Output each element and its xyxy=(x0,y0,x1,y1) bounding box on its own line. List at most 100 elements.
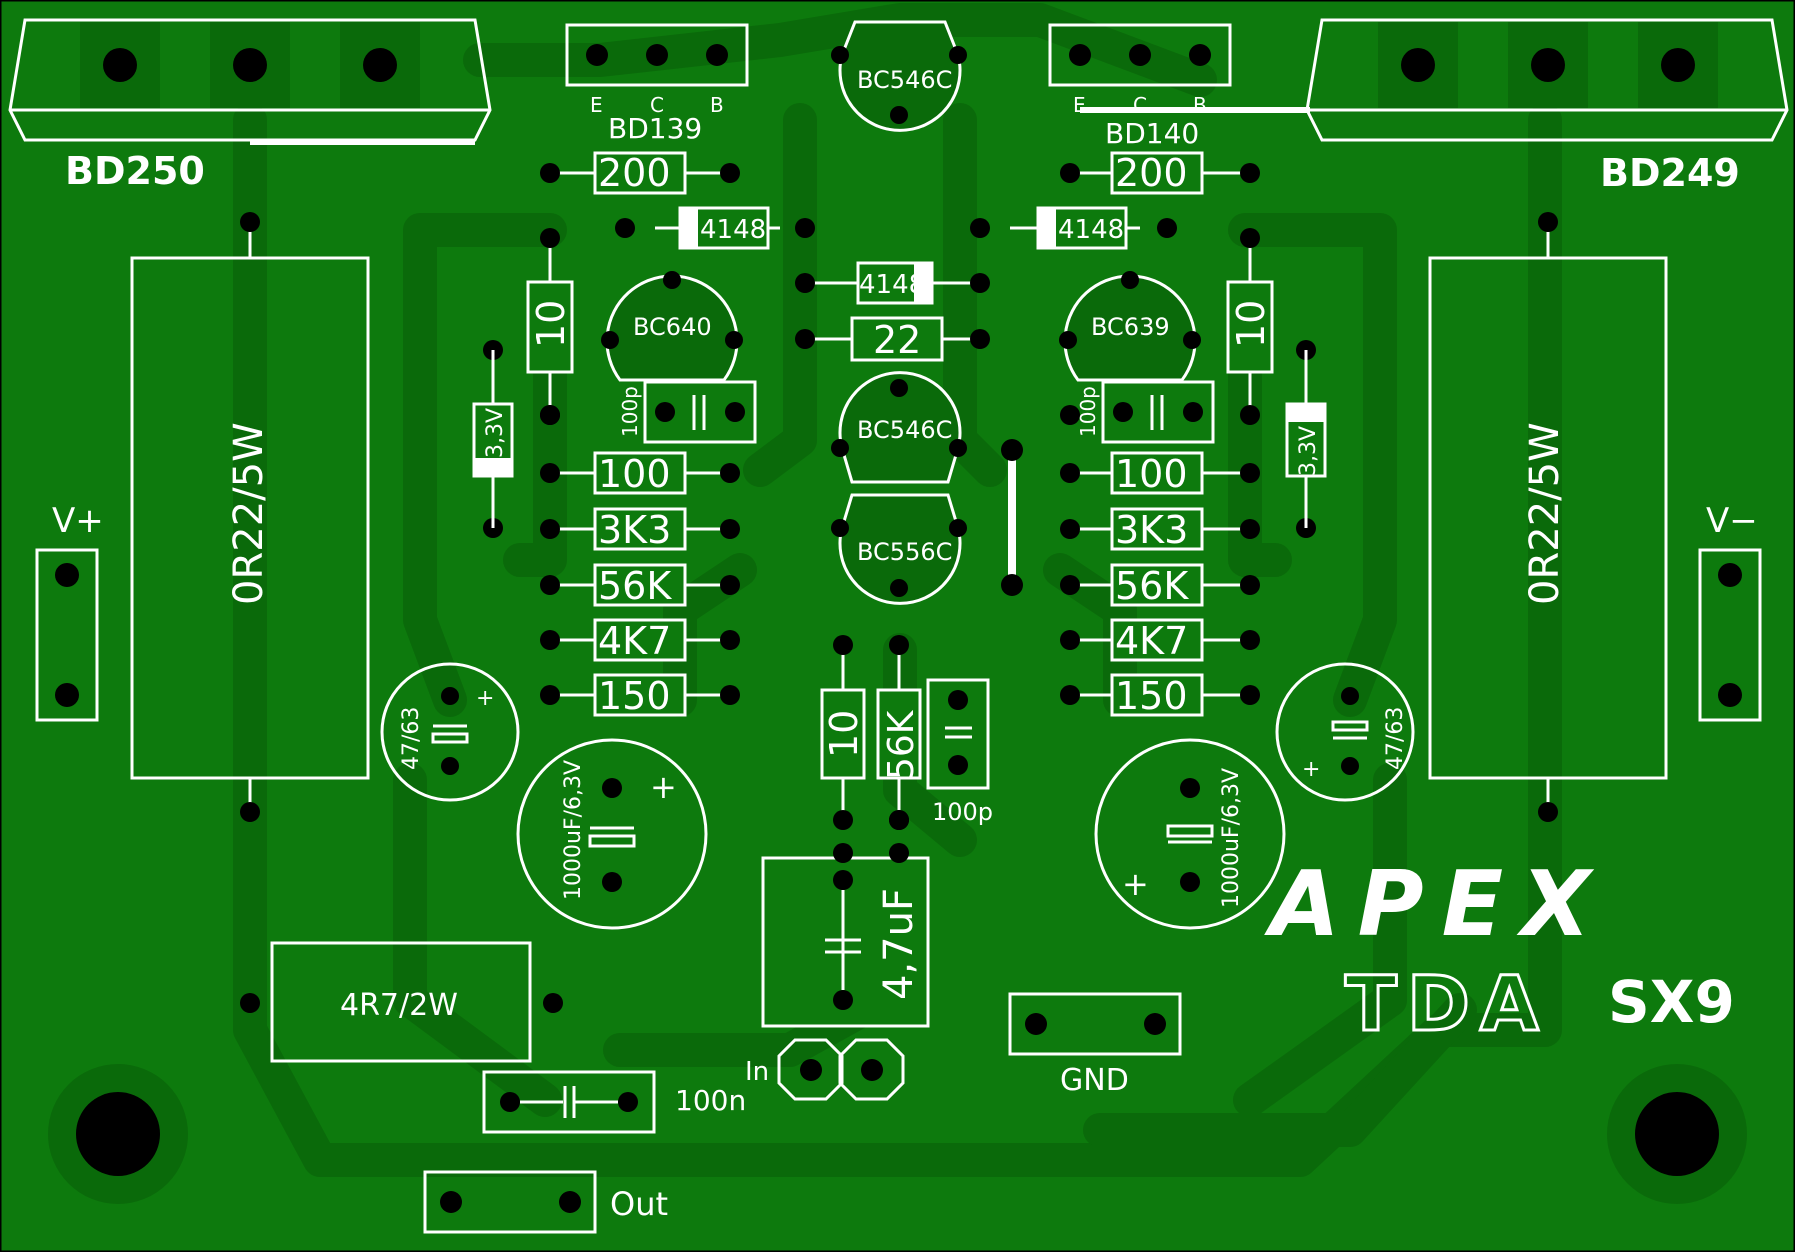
bd250-transistor: BD250 xyxy=(8,18,492,193)
emitter-resistor-left: 0R22/5W xyxy=(130,212,370,822)
gnd-label: GND xyxy=(1060,1063,1129,1098)
resistor-center-22: 22 xyxy=(795,316,990,362)
model-label: SX9 xyxy=(1608,968,1735,1036)
resistor-right-3k3: 3K3 xyxy=(1115,508,1188,552)
zobel-cap: 100n xyxy=(482,1070,746,1134)
emitter-resistor-right: 0R22/5W xyxy=(1428,212,1668,822)
diode-center: 4148 xyxy=(795,261,990,305)
bd139-pin-c: C xyxy=(650,93,664,117)
diode-right: 4148 xyxy=(1010,206,1140,250)
bc546c-top-transistor: BC546C xyxy=(831,20,967,132)
cap-100p-left-label: 100p xyxy=(618,386,642,437)
cap-4-7uf-label: 4,7uF xyxy=(876,888,922,1000)
resistor-center-22-label: 22 xyxy=(873,318,921,362)
emitter-resistor-left-label: 0R22/5W xyxy=(226,422,272,605)
jumper-wire xyxy=(1001,439,1023,596)
resistor-right-4k7: 4K7 xyxy=(1115,619,1188,663)
bd139-pin-e: E xyxy=(590,93,603,117)
bc546c-pair-label: BC546C xyxy=(857,416,952,444)
resistor-left-100: 100 xyxy=(598,452,671,496)
elec-cap-right-big-plus: + xyxy=(1122,865,1149,903)
cap-100p-center-label: 100p xyxy=(932,798,993,826)
emitter-resistor-right-label: 0R22/5W xyxy=(1522,422,1568,605)
elec-cap-left-small-plus: + xyxy=(476,686,494,711)
resistor-right-56k: 56K xyxy=(1115,564,1189,608)
cap-4-7uf: 4,7uF xyxy=(761,843,930,1028)
bd140-pin-b: B xyxy=(1193,93,1207,117)
bd140-transistor: E C B BD140 xyxy=(1048,23,1232,150)
diode-left: 4148 xyxy=(655,206,780,250)
zobel-resistor-label: 4R7/2W xyxy=(340,988,458,1023)
resistor-right-150: 150 xyxy=(1115,674,1188,718)
input-label: In xyxy=(745,1057,769,1087)
bd140-label: BD140 xyxy=(1105,117,1199,150)
resistor-left-200: 200 xyxy=(598,151,671,195)
elec-cap-left-big-plus: + xyxy=(650,768,677,806)
bc640-label: BC640 xyxy=(633,313,712,341)
elec-cap-right-big: + 1000uF/6,3V xyxy=(1094,738,1286,930)
apex-brand-text: APEX xyxy=(1264,852,1608,957)
resistor-center-56k-label: 56K xyxy=(881,709,922,780)
bc546c-top-label: BC546C xyxy=(857,66,952,94)
resistor-left-3k3: 3K3 xyxy=(598,508,671,552)
vminus-label: V− xyxy=(1706,501,1758,541)
zobel-resistor: 4R7/2W xyxy=(240,941,563,1063)
cap-100p-right: 100p xyxy=(1076,380,1215,444)
resistor-right-10: 10 xyxy=(1229,300,1273,348)
bd250-label: BD250 xyxy=(65,149,205,193)
elec-cap-left-small: + 47/63 xyxy=(380,662,520,802)
cap-100p-left: 100p xyxy=(618,380,757,444)
bc546c-pair-transistor: BC546C xyxy=(831,371,967,484)
vplus-label: V+ xyxy=(52,501,104,541)
resistor-right-200: 200 xyxy=(1115,151,1188,195)
bc639-transistor: BC639 xyxy=(1059,271,1201,382)
mounting-hole-right xyxy=(1607,1064,1747,1204)
elec-cap-left-small-label: 47/63 xyxy=(399,707,424,770)
input-connector: In xyxy=(745,1038,905,1101)
bc556c-pair-label: BC556C xyxy=(857,538,952,566)
resistor-left-4k7: 4K7 xyxy=(598,619,671,663)
diode-left-label: 4148 xyxy=(700,215,766,245)
vminus-connector: V− xyxy=(1698,501,1762,722)
bc639-label: BC639 xyxy=(1091,313,1170,341)
tda-logo: TDA xyxy=(1344,958,1549,1050)
zener-left-label: 3,3V xyxy=(483,408,508,458)
resistor-center-56k: 56K xyxy=(876,635,922,830)
pad xyxy=(889,810,909,830)
bc640-transistor: BC640 xyxy=(601,271,743,382)
resistor-center-10-label: 10 xyxy=(822,710,866,758)
apex-logo: APEX xyxy=(1264,852,1608,957)
bd249-transistor: BD249 xyxy=(1080,18,1789,195)
resistor-right-100: 100 xyxy=(1115,452,1188,496)
tda-text: TDA xyxy=(1345,959,1549,1048)
zener-right: 3,3V xyxy=(1285,350,1327,528)
elec-cap-right-small-plus: + xyxy=(1302,757,1320,782)
bc556c-pair-transistor: BC556C xyxy=(831,493,967,605)
resistor-left-150: 150 xyxy=(598,674,671,718)
bd249-label: BD249 xyxy=(1600,151,1740,195)
diode-center-label: 4148 xyxy=(859,270,925,300)
left-resistor-column: 200 100 3K3 56K 4K7 150 10 xyxy=(526,151,740,718)
cap-100p-center: 100p xyxy=(926,678,993,826)
output-connector: Out xyxy=(423,1170,668,1234)
vplus-connector: V+ xyxy=(35,501,104,722)
bd140-pin-e: E xyxy=(1073,93,1086,117)
zener-right-label: 3,3V xyxy=(1296,426,1321,476)
bd139-label: BD139 xyxy=(608,112,702,145)
cap-100p-right-label: 100p xyxy=(1076,386,1100,437)
resistor-left-10: 10 xyxy=(529,300,573,348)
resistor-left-56k: 56K xyxy=(598,564,672,608)
right-resistor-column: 200 100 3K3 56K 4K7 150 10 xyxy=(1060,151,1274,718)
elec-cap-left-big: + 1000uF/6,3V xyxy=(516,738,708,930)
mounting-hole-left xyxy=(48,1064,188,1204)
gnd-connector: GND xyxy=(1008,992,1182,1098)
bd139-transistor: E C B BD139 xyxy=(565,23,749,145)
output-label: Out xyxy=(610,1185,668,1223)
bd140-pin-c: C xyxy=(1133,93,1147,117)
elec-cap-right-small: + 47/63 xyxy=(1275,662,1415,802)
elec-cap-right-big-label: 1000uF/6,3V xyxy=(1219,768,1244,908)
zobel-cap-label: 100n xyxy=(675,1084,746,1117)
bd139-pin-b: B xyxy=(710,93,724,117)
resistor-center-10: 10 xyxy=(820,635,866,830)
